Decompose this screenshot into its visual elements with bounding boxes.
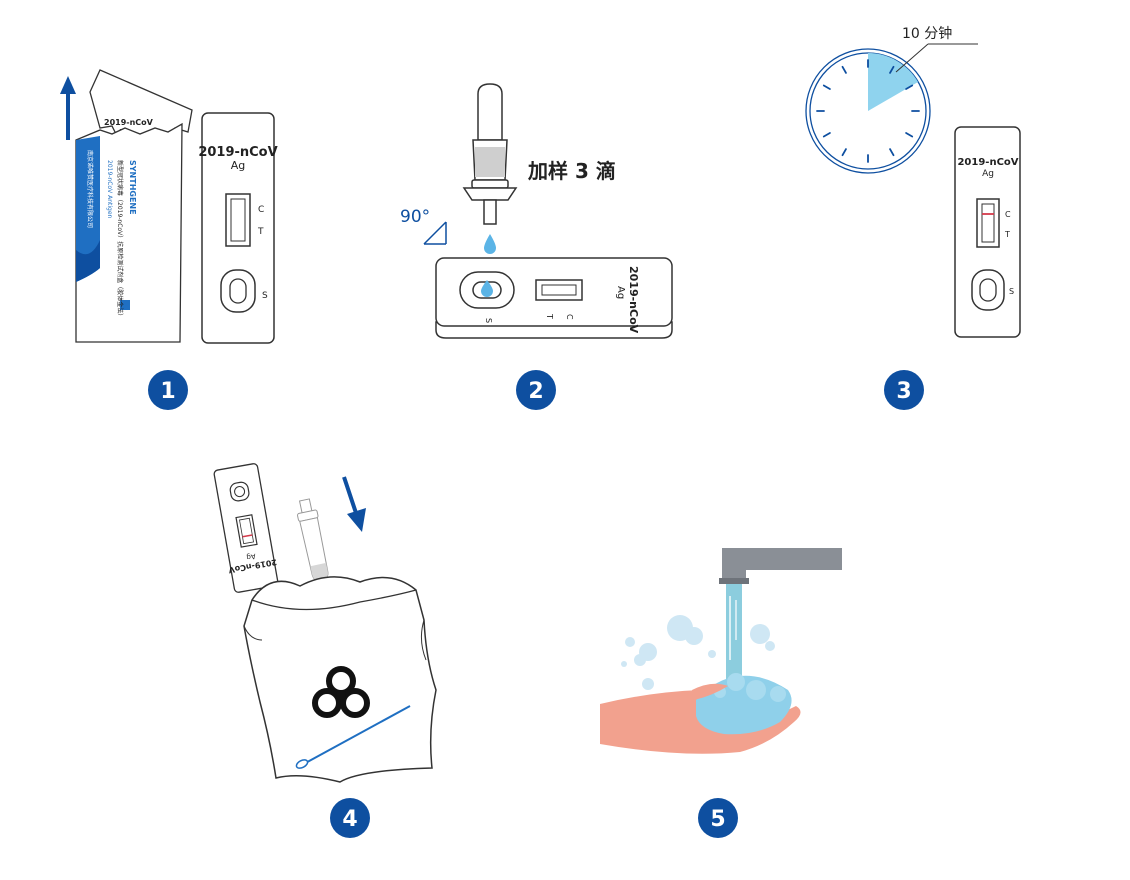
cassette-subtitle-2: Ag [615,286,626,299]
angle-label: 90° [400,207,430,227]
step-4-illustration: 2019-nCoV Ag [213,463,437,783]
arrow-up-icon [60,76,76,140]
step-2-number: 2 [528,379,543,404]
step-2-illustration: 加样 3 滴 90° S T C [400,83,673,339]
step-2-badge: 2 [516,370,556,410]
step-5-badge: 5 [698,798,738,838]
label-c-2: C [565,314,574,320]
step-4-number: 4 [342,807,357,832]
arrow-down-icon [342,476,366,532]
label-t-2: T [545,313,554,319]
label-s-2: S [484,318,493,323]
cassette-subtitle: Ag [231,159,246,172]
swab-icon [295,705,411,769]
dropper-icon [462,83,518,225]
box-company: 南京诺唯赞医疗科技有限公司 [86,150,94,228]
box-product-cn: 新型冠状病毒（2019-nCoV）抗原检测试剂盒（胶体金法） [116,160,124,319]
step-4-badge: 4 [330,798,370,838]
right-angle-icon: 90° [400,207,447,245]
test-cassette-2: S T C 2019-nCoV Ag [435,257,673,339]
hands-icon [600,673,801,754]
step-5-illustration [600,548,842,754]
timer-label: 10 分钟 [902,25,952,42]
step-3-number: 3 [896,379,911,404]
biohazard-bag [243,576,437,783]
step-1-illustration: 2019-nCoV Ag SYNTHGENE 新型冠状病毒（2019-nCoV）… [60,69,278,344]
label-c-3: C [1005,210,1011,219]
step-3-badge: 3 [884,370,924,410]
biohazard-icon [312,666,370,718]
flap-title: 2019-nCoV [104,118,154,127]
clock-icon [805,43,978,174]
cassette-title: 2019-nCoV [198,145,277,160]
cassette-title-2: 2019-nCoV [627,266,640,334]
step-5-number: 5 [710,807,725,832]
step-2-instruction: 加样 3 滴 [527,159,616,183]
box-product-en: 2019-nCoV Antigen [106,160,113,219]
cassette-title-3: 2019-nCoV [957,157,1018,168]
discarded-cassette: 2019-nCoV Ag [213,463,279,593]
test-kit-box: SYNTHGENE 新型冠状病毒（2019-nCoV）抗原检测试剂盒（胶体金法）… [75,122,183,343]
test-cassette-3: 2019-nCoV Ag C T S [954,126,1021,338]
label-t: T [257,227,264,237]
cassette-subtitle-4: Ag [246,552,256,561]
label-c: C [258,205,264,215]
discarded-tube [297,498,329,581]
label-s: S [262,291,268,301]
label-s-3: S [1009,287,1014,296]
faucet-icon [719,548,842,584]
water-stream [726,584,742,680]
label-t-3: T [1004,230,1010,239]
box-brand: SYNTHGENE [128,160,137,215]
cassette-subtitle-3: Ag [982,169,994,179]
step-1-number: 1 [160,379,175,404]
test-cassette-1: 2019-nCoV Ag C T S [198,112,278,344]
step-1-badge: 1 [148,370,188,410]
step-3-illustration: 10 分钟 2019-nCoV Ag C T S [805,25,1021,338]
soap-bubbles [621,615,775,690]
